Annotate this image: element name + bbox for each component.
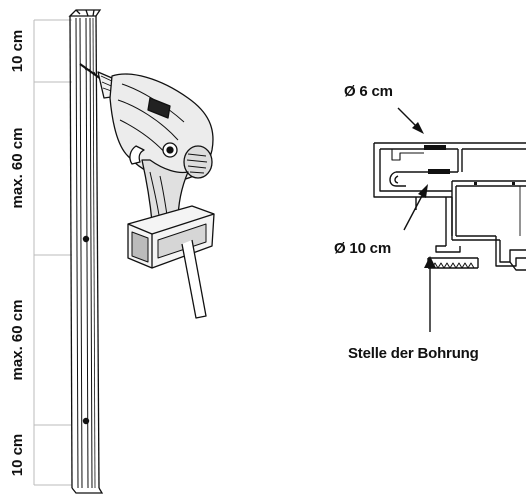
drilling-location-label: Stelle der Bohrung	[348, 345, 479, 362]
bottom-gap-label: 10 cm	[9, 434, 26, 477]
dimension-scale	[33, 19, 72, 486]
rail-profile	[68, 9, 104, 494]
upper-spacing-label: max. 60 cm	[9, 128, 26, 209]
arrow-icon	[397, 107, 436, 332]
drill-hole-lower	[82, 417, 90, 425]
profile-cross-section	[373, 142, 526, 271]
upper-diameter-label: Ø 6 cm	[344, 83, 393, 100]
lower-spacing-label: max. 60 cm	[9, 300, 26, 381]
cordless-drill-icon	[79, 63, 215, 319]
drill-hole-upper	[82, 235, 90, 243]
lower-diameter-label: Ø 10 cm	[334, 240, 391, 257]
top-gap-label: 10 cm	[9, 30, 26, 73]
